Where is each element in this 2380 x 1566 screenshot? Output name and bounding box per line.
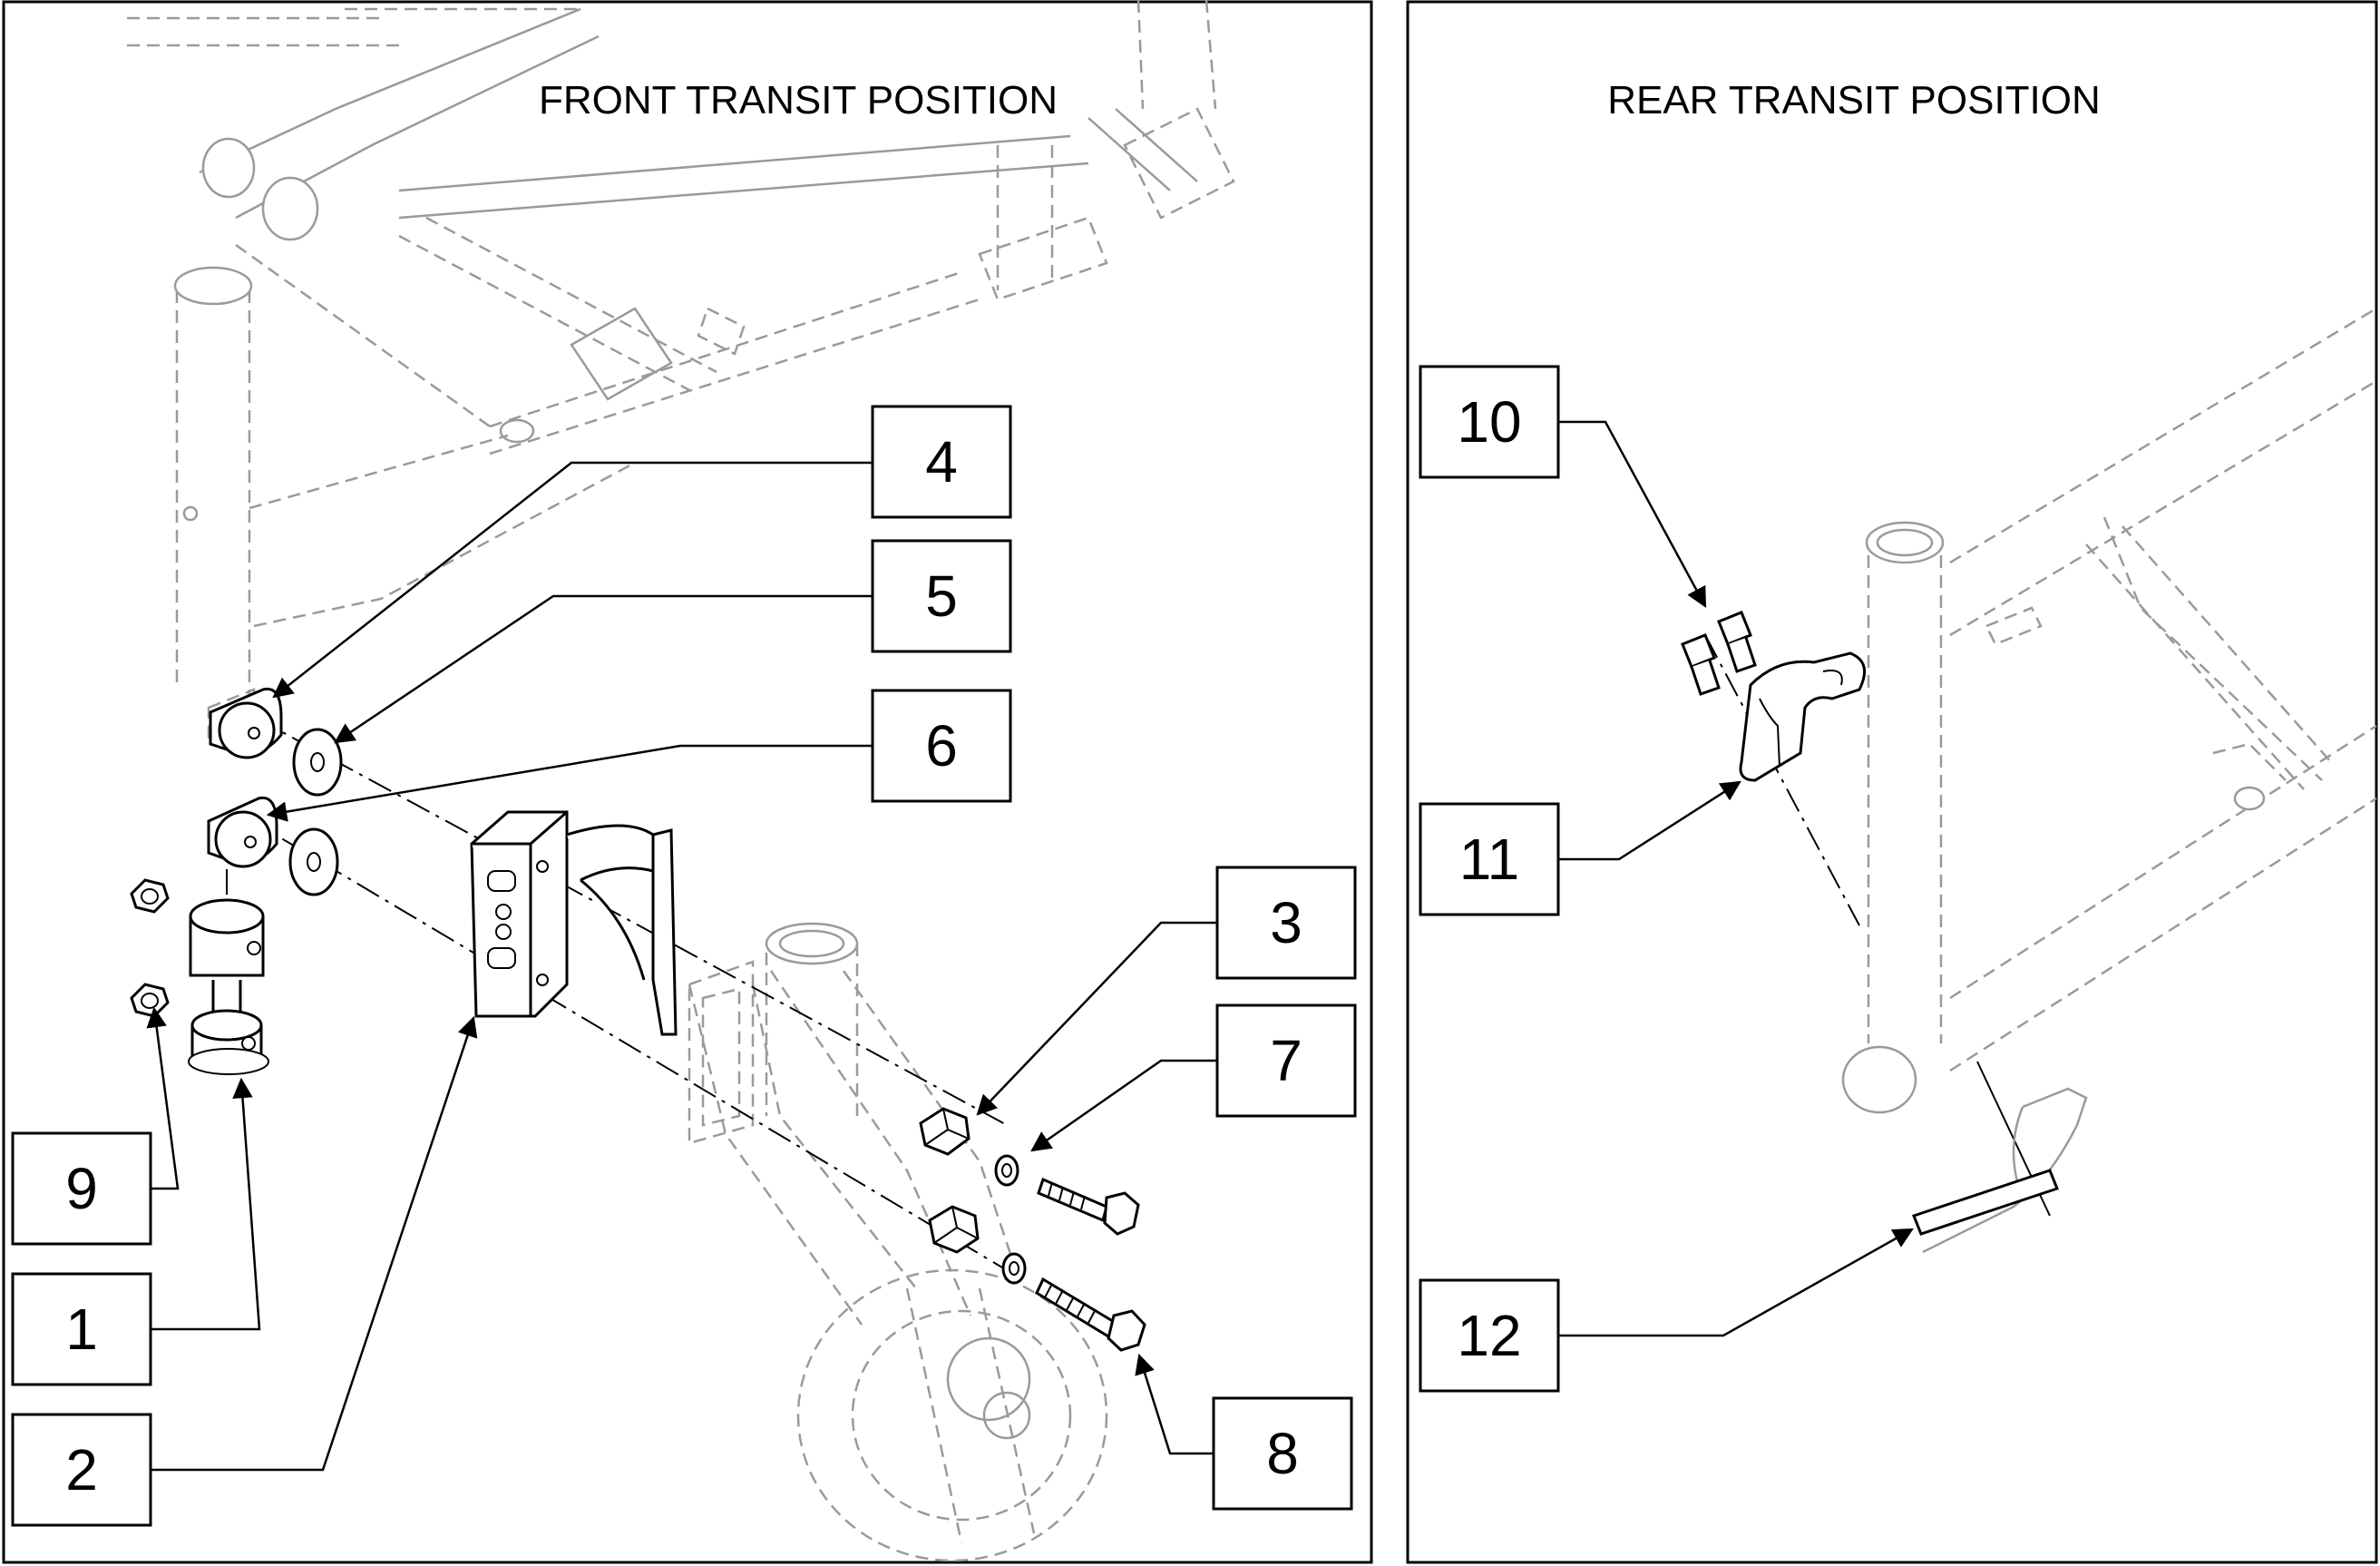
clamp-screws [1681,611,1757,696]
front-panel-title: FRONT TRANSIT POSITION [539,78,1058,122]
callout-12: 12 [1419,1228,1914,1393]
axle-post [188,898,269,1075]
callout-3-label: 3 [1270,890,1302,955]
wheelchair-frame-ghost [127,0,1235,746]
callout-4: 4 [272,405,1012,699]
callout-11-label: 11 [1459,827,1519,892]
callout-10: 10 [1419,365,1707,608]
spacer-block-lower [207,796,278,868]
callout-2-label: 2 [65,1437,98,1502]
hex-nut-lower [928,1205,980,1254]
clamp-axis-line [1704,634,1860,926]
caster-assembly-ghost [688,922,1108,1562]
callout-9-label: 9 [65,1156,98,1221]
callout-4-label: 4 [925,429,958,494]
mounting-bracket [470,810,678,1036]
callout-7-label: 7 [1270,1028,1302,1093]
lock-washer-upper [994,1154,1019,1187]
rear-panel-title: REAR TRANSIT POSITION [1607,78,2101,122]
callout-12-label: 12 [1457,1303,1521,1368]
lower-axis-line [244,816,1008,1271]
tube-clamp [1739,651,1867,782]
washer-lower [288,827,339,896]
rear-frame-ghost [1841,307,2377,1114]
spacer-block-upper [209,687,283,759]
callout-8: 8 [1135,1353,1353,1511]
callout-6: 6 [266,689,1012,822]
upper-axis-line [253,716,1008,1126]
callout-11: 11 [1419,780,1741,916]
callout-7: 7 [1030,1003,1357,1152]
callout-1: 1 [11,1077,261,1386]
hex-nut-upper [919,1107,971,1156]
callout-10-label: 10 [1457,389,1521,455]
callout-5-label: 5 [925,563,958,629]
callout-9: 9 [11,1006,180,1246]
callout-5: 5 [334,539,1012,744]
front-transit-panel: FRONT TRANSIT POSITION [2,0,1373,1564]
hex-bolt-upper [1037,1177,1140,1236]
washer-upper [292,728,343,797]
lock-nut-upper [130,878,170,914]
callout-6-label: 6 [925,713,958,778]
lock-nut-lower [130,983,170,1018]
callout-1-label: 1 [65,1297,98,1362]
callout-8-label: 8 [1266,1421,1299,1486]
tube-sleeve [1912,1061,2088,1254]
rear-transit-panel: REAR TRANSIT POSITION [1406,0,2378,1564]
callout-3: 3 [976,866,1357,1116]
lock-washer-lower [1001,1252,1027,1285]
callout-2: 2 [11,1015,478,1527]
hex-bolt-lower [1035,1277,1146,1352]
